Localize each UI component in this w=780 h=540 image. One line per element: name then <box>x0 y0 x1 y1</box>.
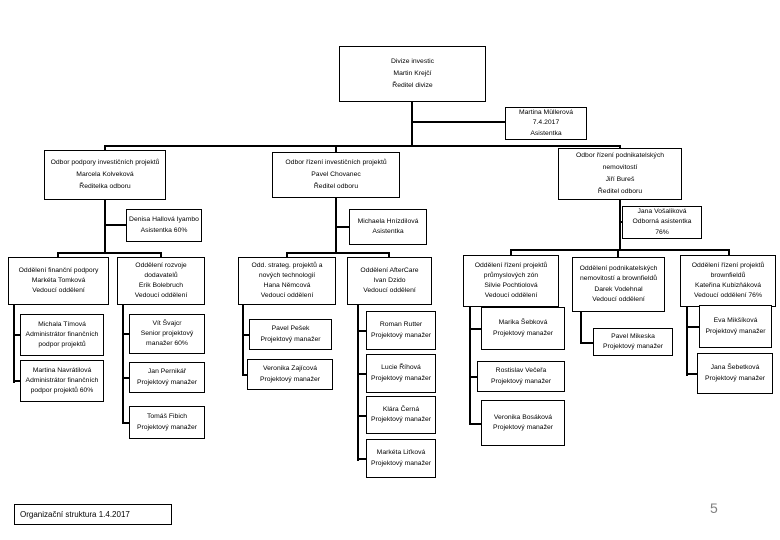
org-node-division: Divize investic Martin Krejčí Ředitel di… <box>339 46 486 102</box>
org-node-unit-nemovitosti-brownfieldy: Oddělení podnikatelských nemovitostí a b… <box>572 257 665 312</box>
org-node-staff-rihova: Lucie Říhová Projektový manažer <box>366 354 436 393</box>
org-node-staff-mikeska: Pavel Mikeska Projektový manažer <box>593 328 673 356</box>
connector-line <box>160 252 162 258</box>
footer-label: Organizační struktura 1.4.2017 <box>14 504 172 525</box>
connector-line <box>510 249 730 251</box>
connector-line <box>357 304 359 461</box>
connector-line <box>242 374 248 376</box>
connector-line <box>104 145 106 151</box>
org-node-staff-sebetkova: Jana Šebetková Projektový manažer <box>697 353 773 394</box>
org-node-division-assistant: Martina Müllerová 7.4.2017 Asistentka <box>505 107 587 140</box>
connector-line <box>57 252 162 254</box>
org-node-assistant-nemovitosti: Jana Vošaliková Odborná asistentka 76% <box>622 206 702 239</box>
connector-line <box>286 252 390 254</box>
org-node-staff-timova: Michala Tímová Administrátor finančních … <box>20 314 104 356</box>
org-node-staff-litkova: Markéta Liťková Projektový manažer <box>366 439 436 478</box>
org-node-staff-fibich: Tomáš Fibich Projektový manažer <box>129 406 205 439</box>
connector-line <box>104 199 106 254</box>
connector-line <box>242 304 244 376</box>
connector-line <box>510 249 512 256</box>
org-node-dept-rizeni: Odbor řízení investičních projektů Pavel… <box>272 152 400 198</box>
connector-line <box>619 199 621 251</box>
org-node-unit-aftercare: Oddělení AfterCare Ivan Dzido Vedoucí od… <box>347 257 432 305</box>
connector-line <box>388 252 390 258</box>
org-node-staff-bosakova: Veronika Bosáková Projektový manažer <box>481 400 565 446</box>
org-node-staff-pernikar: Jan Pernikář Projektový manažer <box>129 362 205 393</box>
org-node-unit-strateg-projektu: Odd. strateg. projektů a nových technolo… <box>238 257 336 305</box>
org-node-staff-navratilova: Martina Navrátilová Administrátor finanč… <box>20 360 104 402</box>
connector-line <box>286 252 288 258</box>
org-node-staff-vecera: Rostislav Večeřa Projektový manažer <box>477 361 565 392</box>
connector-line <box>57 252 59 258</box>
connector-line <box>728 249 730 256</box>
org-node-dept-podpora: Odbor podpory investičních projektů Marc… <box>44 150 166 200</box>
connector-line <box>122 304 124 424</box>
connector-line <box>617 249 619 258</box>
connector-line <box>411 102 413 147</box>
org-node-unit-prumyslovych-zon: Oddělení řízení projektů průmyslových zó… <box>463 255 559 307</box>
connector-line <box>580 311 582 344</box>
org-node-staff-pesek: Pavel Pešek Projektový manažer <box>249 319 332 350</box>
connector-line <box>686 326 700 328</box>
connector-line <box>469 306 471 425</box>
org-node-unit-projekty-brownfieldu: Oddělení řízení projektů brownfieldů Kat… <box>680 255 776 307</box>
connector-line <box>104 145 621 147</box>
org-node-staff-svajcr: Vít Švajcr Senior projektový manažer 60% <box>129 314 205 354</box>
connector-line <box>469 423 482 425</box>
connector-line <box>13 304 15 383</box>
connector-line <box>335 226 350 228</box>
org-node-assistant-rizeni: Michaela Hnízdilová Asistentka <box>349 209 427 245</box>
connector-line <box>13 334 21 336</box>
connector-line <box>686 373 698 375</box>
connector-line <box>242 334 250 336</box>
connector-line <box>411 121 506 123</box>
connector-line <box>580 342 594 344</box>
connector-line <box>104 224 127 226</box>
connector-line <box>335 145 337 153</box>
connector-line <box>122 422 130 424</box>
connector-line <box>122 377 130 379</box>
org-node-staff-miksikova: Eva Mikšíková Projektový manažer <box>699 305 772 348</box>
connector-line <box>686 306 688 376</box>
connector-line <box>357 458 367 460</box>
connector-line <box>619 145 621 149</box>
org-node-staff-sebkova: Marika Šebková Projektový manažer <box>481 307 565 350</box>
connector-line <box>469 328 482 330</box>
connector-line <box>469 376 478 378</box>
org-node-unit-rozvoje-dodavatelu: Oddělení rozvoje dodavatelů Erik Bolebru… <box>117 257 205 305</box>
org-node-staff-rutter: Roman Rutter Projektový manažer <box>366 311 436 350</box>
connector-line <box>13 380 21 382</box>
org-node-dept-nemovitosti: Odbor řízení podnikatelských nemovitostí… <box>558 148 682 200</box>
org-node-unit-financni-podpory: Oddělení finanční podpory Markéta Tomkov… <box>8 257 109 305</box>
connector-line <box>357 415 367 417</box>
org-node-assistant-podpora: Denisa Hallová Iyambo Asistentka 60% <box>126 209 202 242</box>
org-node-staff-cerna: Klára Černá Projektový manažer <box>366 396 436 434</box>
connector-line <box>357 330 367 332</box>
connector-line <box>122 333 130 335</box>
connector-line <box>357 373 367 375</box>
org-node-staff-zajicova: Veronika Zajícová Projektový manažer <box>247 359 333 390</box>
connector-line <box>335 197 337 254</box>
page-number: 5 <box>710 500 718 516</box>
